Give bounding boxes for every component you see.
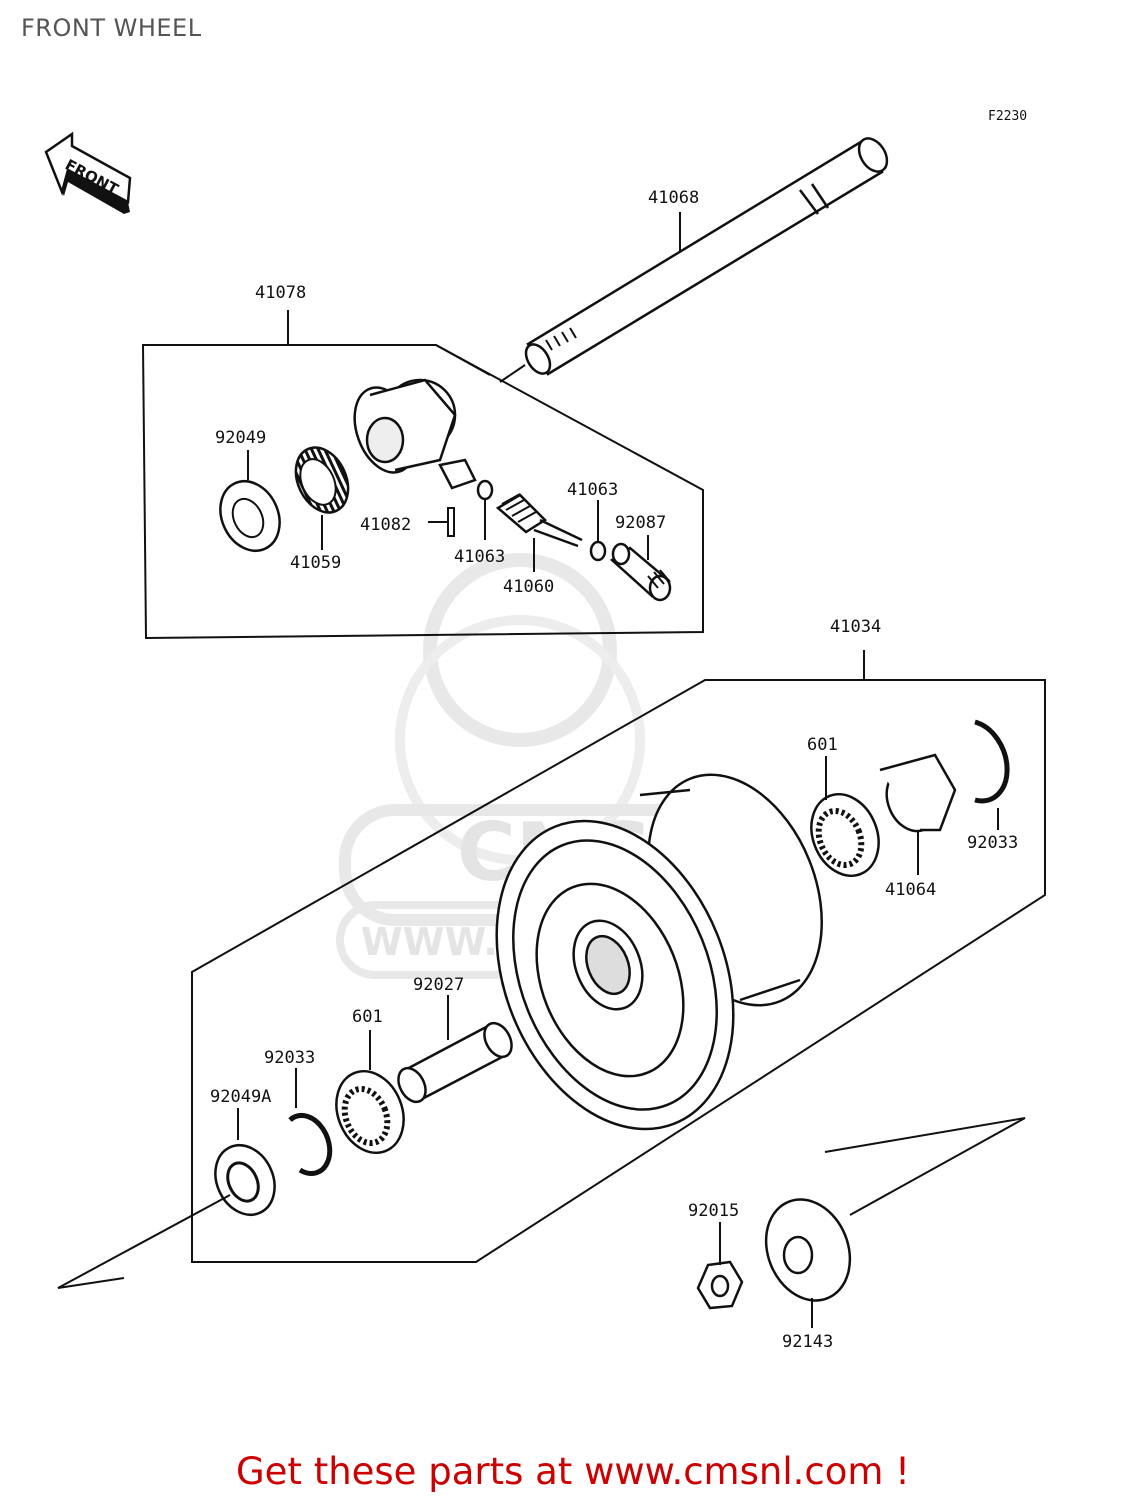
label-41034: 41034 bbox=[830, 617, 881, 637]
bearing-601-right bbox=[810, 793, 880, 877]
label-92015: 92015 bbox=[688, 1201, 739, 1221]
label-41063-right: 41063 bbox=[567, 480, 618, 500]
collar-41064 bbox=[879, 753, 957, 833]
circlip-92033-left bbox=[288, 1112, 333, 1176]
label-92033-left: 92033 bbox=[264, 1048, 315, 1068]
wheel-hub bbox=[495, 773, 823, 1131]
bushing-92087 bbox=[609, 542, 672, 602]
nut-92015 bbox=[696, 1260, 744, 1310]
label-41063-left: 41063 bbox=[454, 547, 505, 567]
label-92049: 92049 bbox=[215, 428, 266, 448]
oil-seal-92049a bbox=[214, 1144, 276, 1216]
label-601-left: 601 bbox=[352, 1007, 383, 1027]
label-41082: 41082 bbox=[360, 515, 411, 535]
spacer-92027 bbox=[397, 1021, 513, 1104]
front-arrow-icon: FRONT bbox=[44, 131, 132, 214]
label-41078: 41078 bbox=[255, 283, 306, 303]
label-92027: 92027 bbox=[413, 975, 464, 995]
label-601-right: 601 bbox=[807, 735, 838, 755]
circlip-92033-right bbox=[974, 719, 1010, 804]
axle-shaft bbox=[524, 137, 889, 376]
gearbox-housing bbox=[353, 378, 477, 490]
label-92049a: 92049A bbox=[210, 1087, 271, 1107]
oil-seal-92049 bbox=[219, 480, 281, 552]
label-92033-right: 92033 bbox=[967, 833, 1018, 853]
figure-code: F2230 bbox=[988, 109, 1027, 124]
label-41059: 41059 bbox=[290, 553, 341, 573]
pinion-shaft bbox=[495, 493, 583, 548]
label-41068: 41068 bbox=[648, 188, 699, 208]
bearing-601-left bbox=[335, 1070, 405, 1154]
label-41060: 41060 bbox=[503, 577, 554, 597]
speedometer-gear bbox=[294, 446, 350, 514]
collar-92143 bbox=[764, 1198, 852, 1302]
label-41064: 41064 bbox=[885, 880, 936, 900]
label-92143: 92143 bbox=[782, 1332, 833, 1352]
footer-cta-link[interactable]: Get these parts at www.cmsnl.com ! bbox=[235, 1450, 910, 1493]
label-92087: 92087 bbox=[615, 513, 666, 533]
page-title: FRONT WHEEL bbox=[21, 14, 202, 42]
